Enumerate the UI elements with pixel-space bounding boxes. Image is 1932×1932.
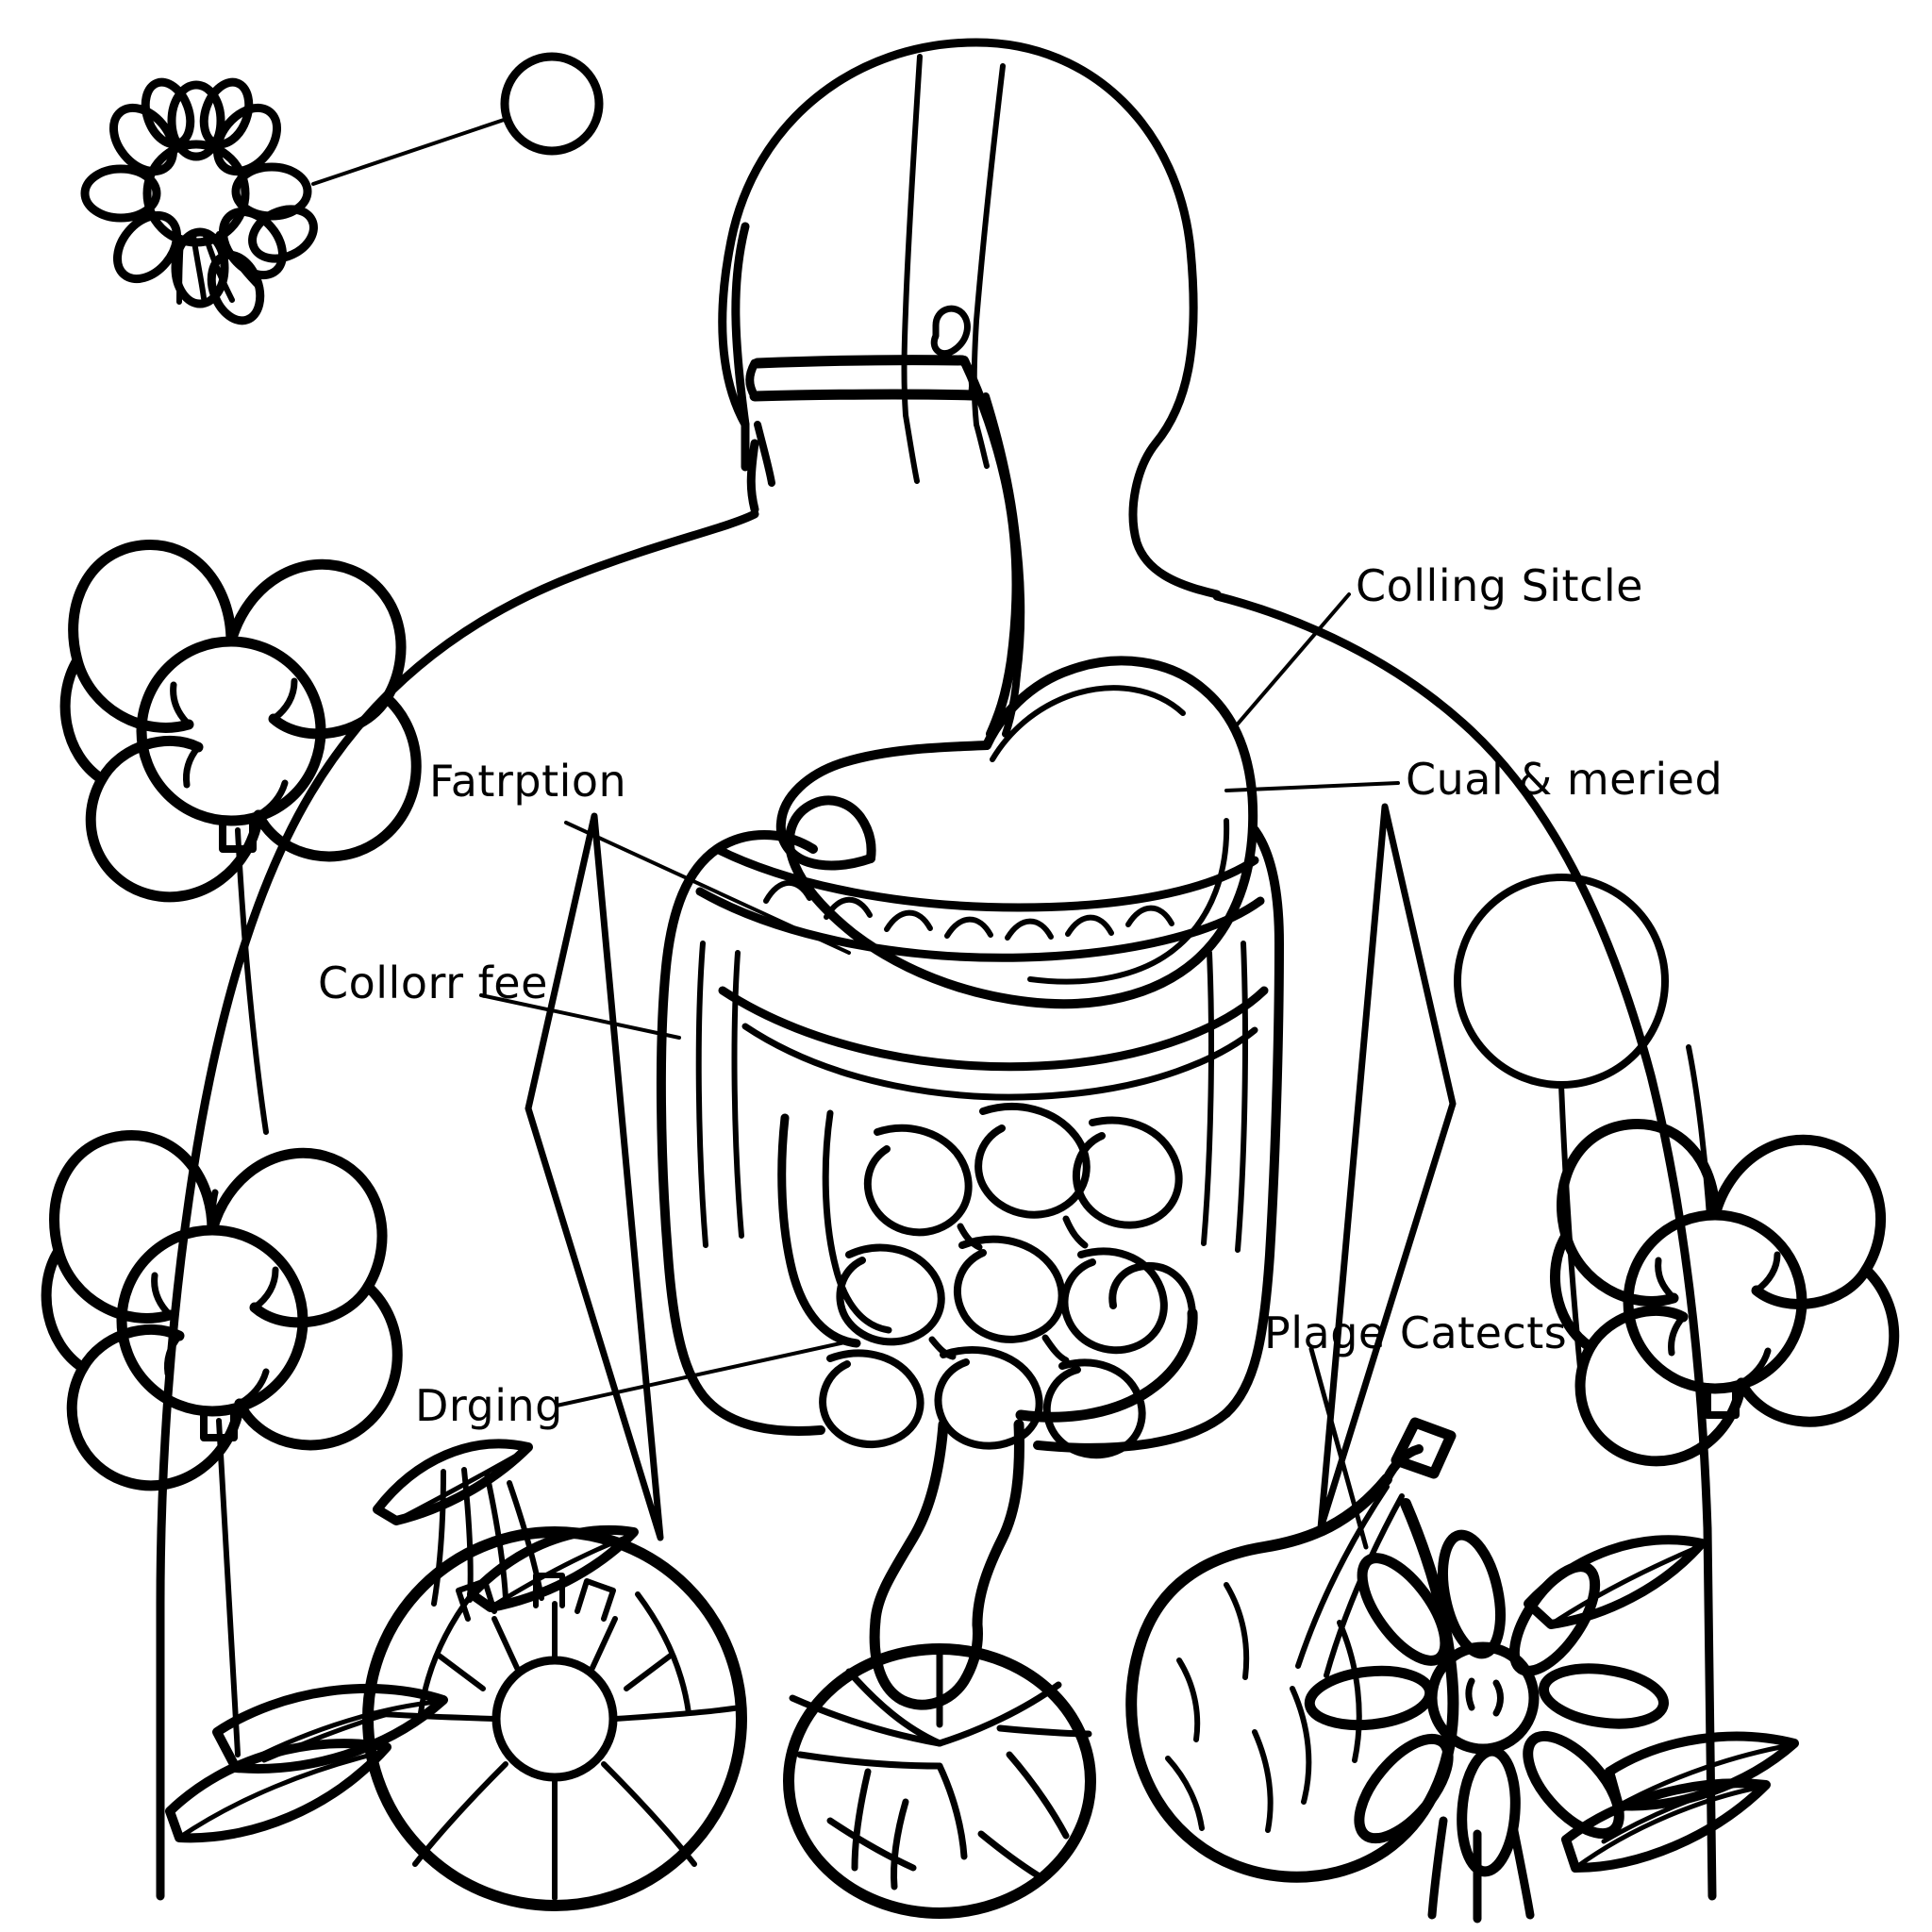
leaf-cluster-right bbox=[1427, 1535, 1799, 1924]
small-intestine bbox=[777, 1103, 1183, 1459]
label-collorr-fee: Collorr fee bbox=[318, 958, 548, 1008]
flower-top-left bbox=[80, 77, 318, 325]
flower-lower-left bbox=[41, 1130, 403, 1757]
rectum-sigmoid bbox=[869, 1261, 1198, 1710]
label-fatrption: Fatrption bbox=[429, 756, 627, 807]
label-cual-meried: Cual & meried bbox=[1406, 754, 1724, 805]
label-plage-catects: Plage Catects bbox=[1264, 1307, 1568, 1358]
large-intestine bbox=[656, 825, 1284, 1453]
connector-flower-callout bbox=[311, 116, 511, 186]
label-colling-sitcle: Colling Sitcle bbox=[1356, 560, 1643, 611]
leaf-spikes bbox=[525, 803, 1457, 1541]
leaf-cluster-left bbox=[165, 1439, 639, 1843]
callout-circle-top bbox=[500, 52, 604, 156]
stomach bbox=[775, 656, 1258, 1009]
flower-bottom-right bbox=[1304, 1529, 1669, 1877]
melon-bottom-center bbox=[783, 1643, 1096, 1919]
leader-lines bbox=[311, 116, 1400, 1550]
label-drging: Drging bbox=[415, 1380, 563, 1431]
tomato-bottom-left bbox=[362, 1526, 747, 1911]
mouth-and-esophagus bbox=[745, 54, 1025, 739]
flower-right bbox=[1550, 1044, 1900, 1467]
callout-circle-right bbox=[1454, 874, 1669, 1089]
flower-mid-left bbox=[59, 540, 422, 1135]
